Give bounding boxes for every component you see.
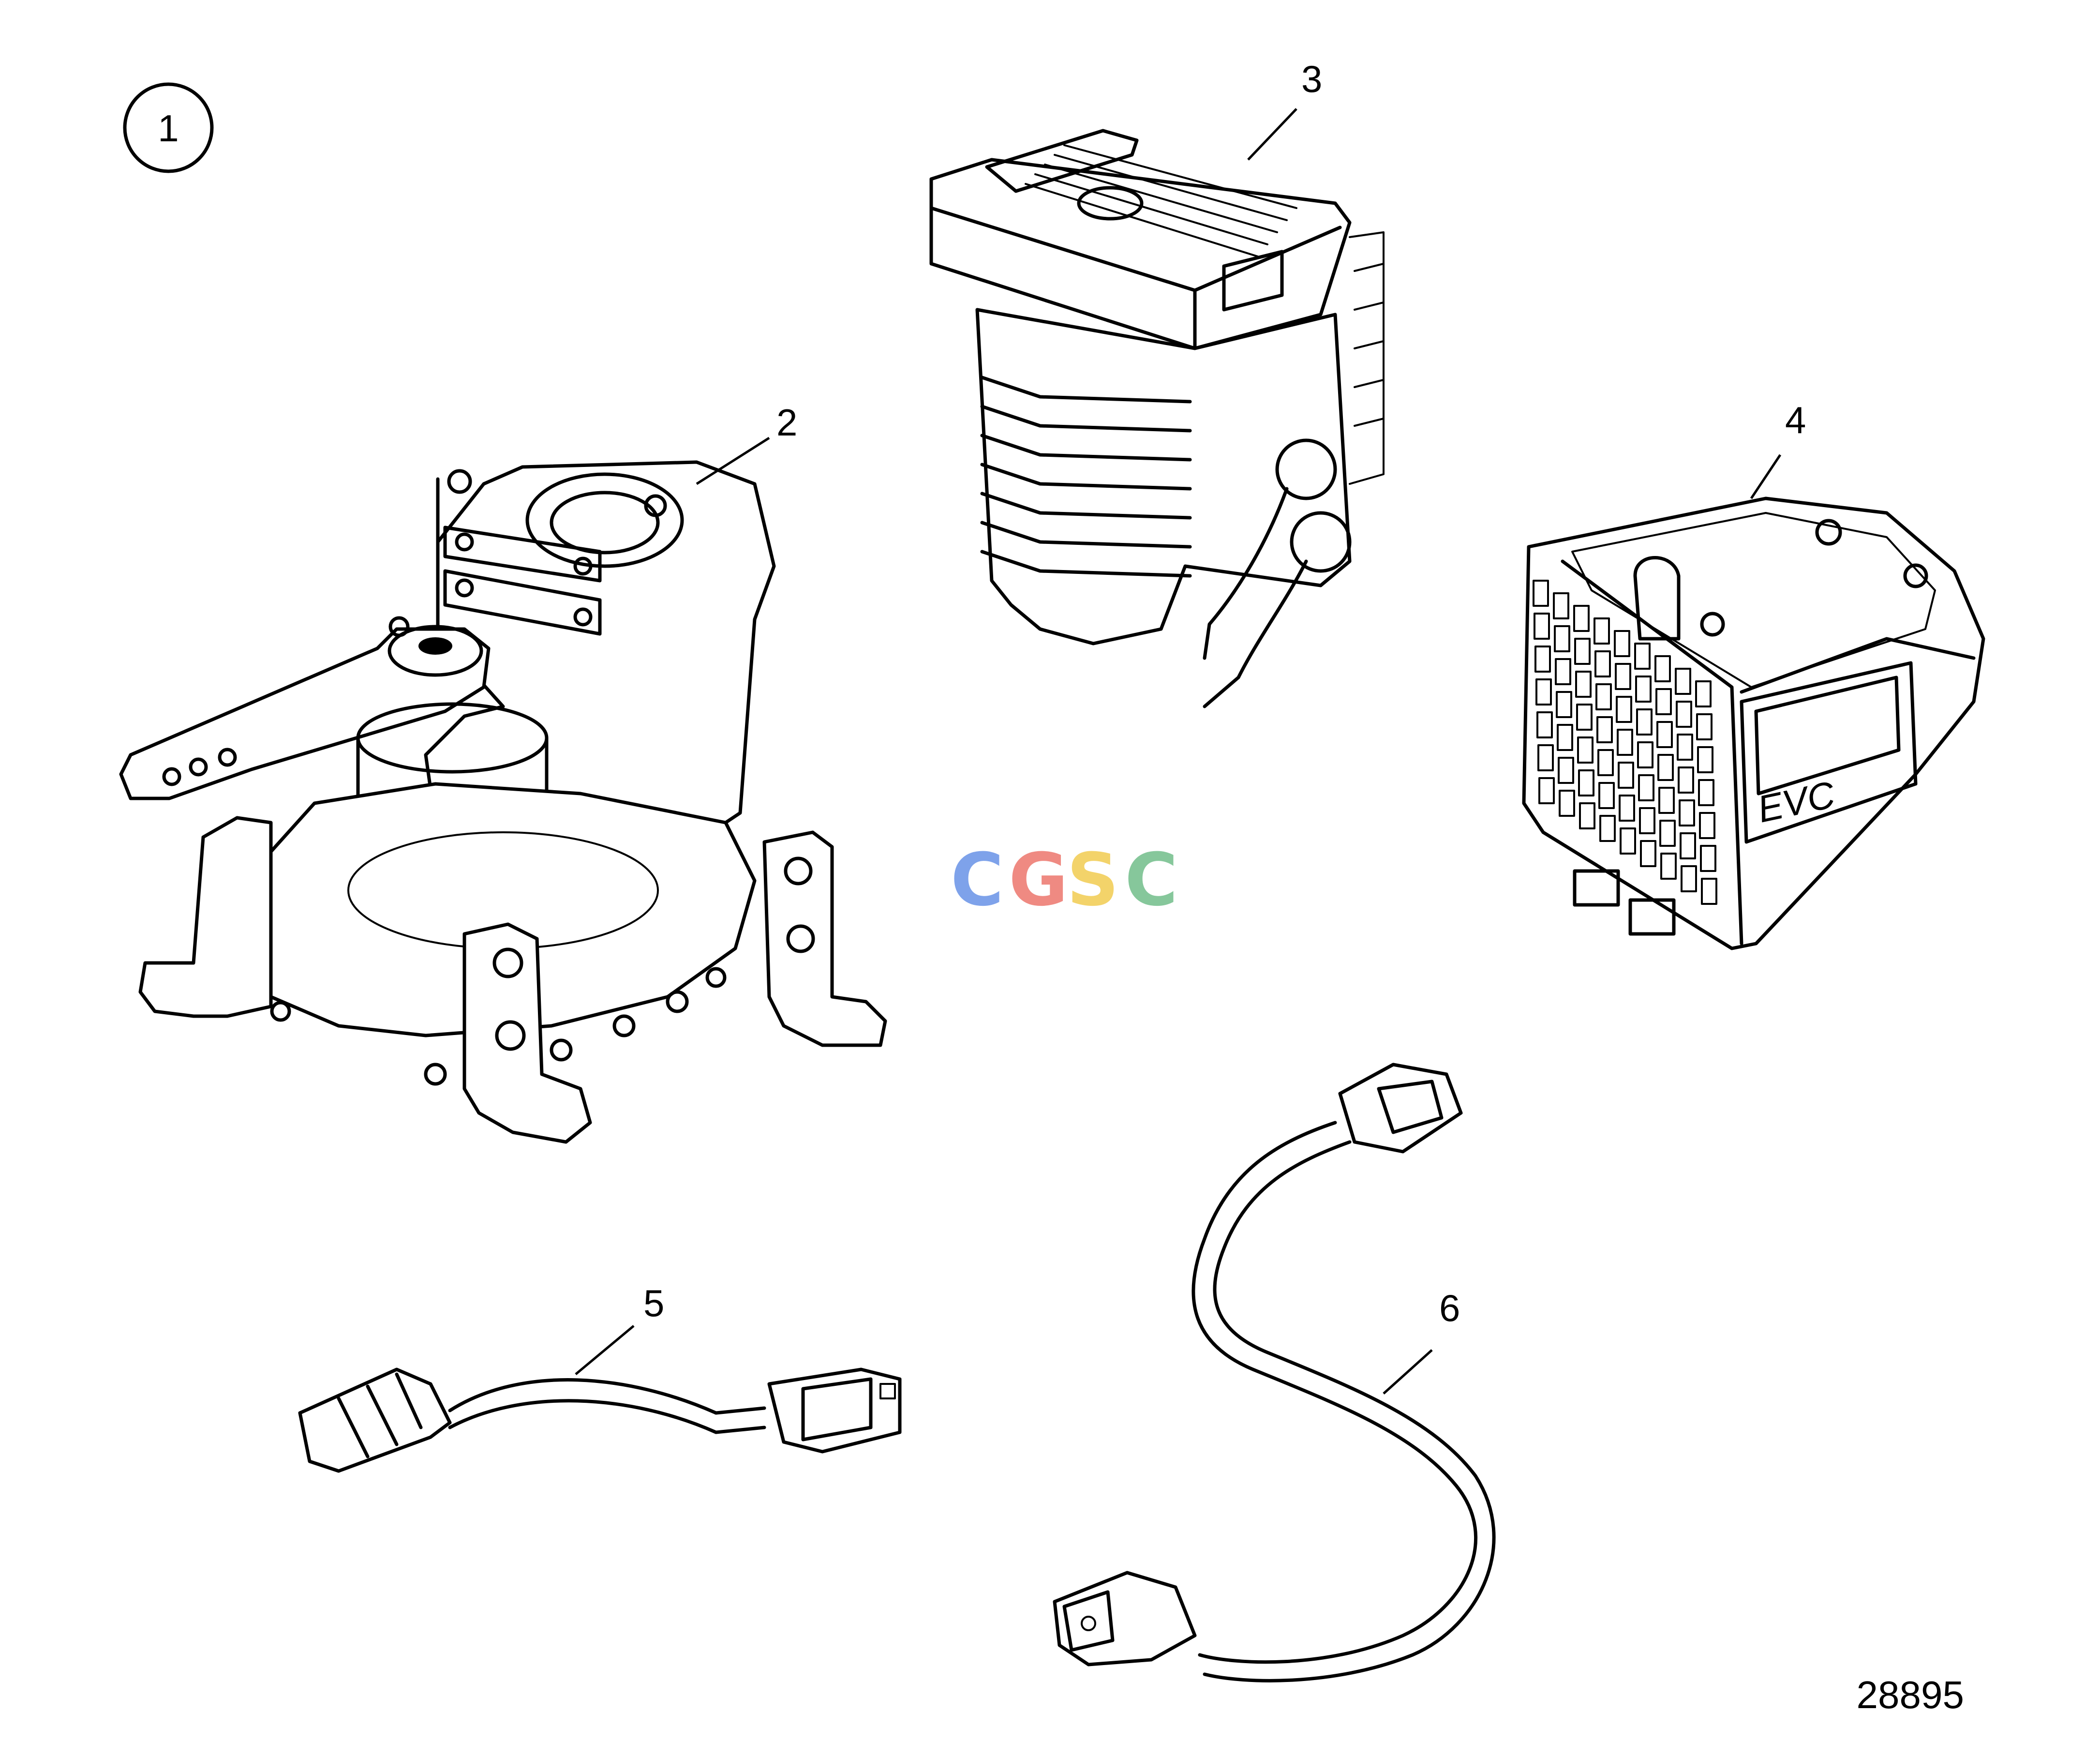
connector-cell bbox=[1680, 832, 1696, 859]
connector-cell bbox=[1615, 663, 1631, 690]
part-6-wiring-harness bbox=[1053, 1063, 1496, 1682]
callout-numbers: 2 3 4 5 6 bbox=[643, 58, 1806, 1329]
connector-cell bbox=[1657, 754, 1674, 781]
connector-cell bbox=[1697, 746, 1713, 773]
connector-cell bbox=[1654, 655, 1671, 682]
connector-cell bbox=[1655, 688, 1672, 715]
connector-cell bbox=[1614, 630, 1630, 657]
connector-cell bbox=[1619, 795, 1635, 822]
connector-cell bbox=[1597, 749, 1614, 776]
connector-cell bbox=[1538, 777, 1555, 804]
connector-cell bbox=[1636, 708, 1653, 736]
leader-5 bbox=[575, 1325, 635, 1375]
connector-grid bbox=[1533, 580, 1717, 905]
connector-cell bbox=[1656, 721, 1673, 748]
connector-cell bbox=[1696, 713, 1713, 740]
connector-cell bbox=[1598, 782, 1615, 809]
leader-2 bbox=[696, 436, 770, 485]
connector-cell bbox=[1554, 625, 1570, 652]
connector-cell bbox=[1677, 734, 1693, 761]
leader-4 bbox=[1750, 454, 1782, 499]
connector-cell bbox=[1533, 580, 1549, 607]
connector-cell bbox=[1556, 691, 1572, 718]
connector-cell bbox=[1534, 613, 1550, 640]
callout-6: 6 bbox=[1439, 1287, 1460, 1329]
watermark-letter-1: C bbox=[951, 838, 1004, 922]
connector-cell bbox=[1559, 790, 1575, 817]
watermark-letter-2: G bbox=[1009, 838, 1068, 922]
leader-6 bbox=[1383, 1349, 1433, 1395]
connector-cell bbox=[1695, 680, 1712, 707]
connector-cell bbox=[1660, 853, 1677, 880]
lid-fins bbox=[1025, 144, 1297, 257]
callout-leaders bbox=[575, 108, 1782, 1395]
connector-cell bbox=[1639, 807, 1655, 834]
connector-cell bbox=[1681, 865, 1697, 892]
callout-3: 3 bbox=[1301, 58, 1322, 100]
part-3-control-unit bbox=[929, 129, 1385, 708]
connector-cell bbox=[1555, 658, 1571, 685]
connector-cell bbox=[1618, 762, 1634, 789]
connector-cell bbox=[1701, 878, 1717, 905]
connector-cell bbox=[1599, 815, 1616, 842]
connector-cell bbox=[1595, 683, 1612, 710]
connector-cell bbox=[1658, 787, 1675, 814]
leader-3 bbox=[1247, 108, 1297, 161]
part-5-adapter-cable bbox=[298, 1367, 902, 1473]
connector-cell bbox=[1574, 638, 1591, 665]
group-number-badge: 1 bbox=[123, 82, 214, 173]
heatsink-fins bbox=[980, 375, 1192, 578]
connector-cell bbox=[1558, 757, 1574, 784]
watermark-logo: C G S C bbox=[951, 838, 1178, 922]
connector-cell bbox=[1577, 736, 1594, 764]
side-fins bbox=[1349, 231, 1385, 485]
connector-cell bbox=[1535, 678, 1552, 706]
callout-5: 5 bbox=[643, 1282, 664, 1324]
connector-cell bbox=[1534, 646, 1551, 673]
connector-cell bbox=[1678, 766, 1694, 794]
connector-cell bbox=[1699, 812, 1715, 839]
connector-cell bbox=[1675, 668, 1691, 695]
connector-cell bbox=[1634, 643, 1651, 670]
connector-cell bbox=[1579, 802, 1595, 829]
connector-cell bbox=[1700, 845, 1716, 872]
connector-cell bbox=[1575, 671, 1592, 698]
connector-cell bbox=[1638, 774, 1654, 801]
connector-cell bbox=[1640, 840, 1656, 867]
watermark-letter-3: S bbox=[1067, 838, 1119, 922]
connector-cell bbox=[1536, 711, 1553, 738]
watermark-letter-4: C bbox=[1125, 838, 1178, 922]
callout-2: 2 bbox=[776, 401, 797, 444]
connector-cell bbox=[1637, 741, 1653, 768]
connector-cell bbox=[1698, 779, 1714, 806]
connector-cell bbox=[1616, 696, 1632, 723]
connector-cell bbox=[1676, 701, 1692, 728]
figure-reference-number: 28895 bbox=[1857, 1673, 1964, 1716]
part-2-steering-actuator bbox=[119, 460, 887, 1144]
connector-cell bbox=[1620, 827, 1636, 855]
connector-cell bbox=[1659, 820, 1676, 847]
connector-cell bbox=[1617, 729, 1633, 756]
connector-cell bbox=[1679, 799, 1695, 826]
connector-cell bbox=[1573, 605, 1590, 632]
connector-cell bbox=[1594, 617, 1610, 645]
base-bolts bbox=[270, 967, 727, 1086]
connector-cell bbox=[1594, 650, 1611, 677]
connector-cell bbox=[1576, 704, 1593, 731]
connector-cell bbox=[1596, 716, 1613, 743]
group-number-text: 1 bbox=[158, 107, 179, 150]
connector-cell bbox=[1635, 676, 1652, 703]
connector-cell bbox=[1557, 724, 1573, 751]
connector-cell bbox=[1537, 744, 1554, 771]
connector-cell bbox=[1578, 769, 1594, 796]
callout-4: 4 bbox=[1785, 399, 1806, 441]
part-4-evc-module: EVC bbox=[1522, 496, 1985, 950]
connector-cell bbox=[1553, 592, 1569, 619]
